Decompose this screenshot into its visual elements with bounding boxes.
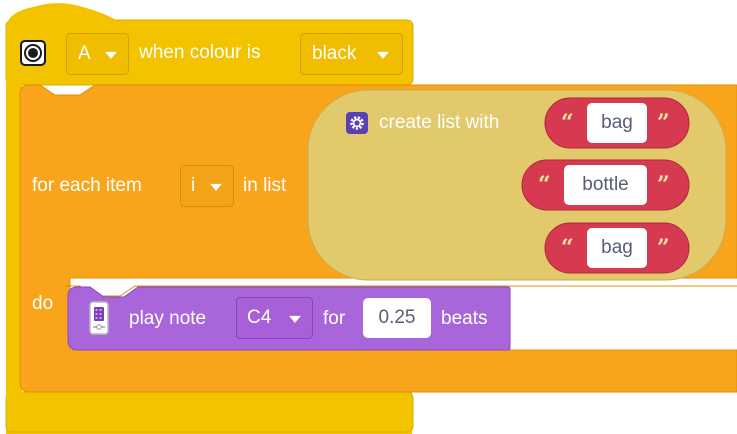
hat-condition-label: when colour is [139,42,261,63]
list-item-field[interactable]: bottle [564,165,647,205]
list-item-field[interactable]: bag [587,228,647,268]
variable-value: i [191,175,196,196]
note-value: C4 [247,307,272,328]
variable-dropdown[interactable]: i [180,165,234,207]
play-note-label: play note [129,308,207,329]
chevron-down-icon [377,51,389,59]
color-sensor-icon [20,40,46,66]
speaker-icon [89,301,109,335]
duration-field[interactable]: 0.25 [363,298,431,338]
colour-dropdown[interactable]: black [300,33,403,75]
in-list-label: in list [243,175,287,196]
chevron-down-icon [210,183,222,191]
create-list-label: create list with [379,112,500,133]
beats-label: beats [441,308,488,329]
open-quote-icon: “ [561,235,574,261]
list-item-field[interactable]: bag [587,103,647,143]
close-quote-icon: ” [657,172,670,198]
open-quote-icon: “ [538,172,551,198]
for-label: for [323,308,346,329]
do-label: do [32,293,54,314]
note-dropdown[interactable]: C4 [236,297,313,339]
chevron-down-icon [105,51,117,59]
close-quote-icon: ” [657,235,670,261]
open-quote-icon: “ [561,110,574,136]
gear-icon[interactable] [346,112,368,134]
colour-value: black [312,43,357,64]
port-dropdown[interactable]: A [66,33,129,75]
port-value: A [78,43,91,64]
for-each-label: for each item [32,175,142,196]
close-quote-icon: ” [657,110,670,136]
chevron-down-icon [289,315,301,323]
